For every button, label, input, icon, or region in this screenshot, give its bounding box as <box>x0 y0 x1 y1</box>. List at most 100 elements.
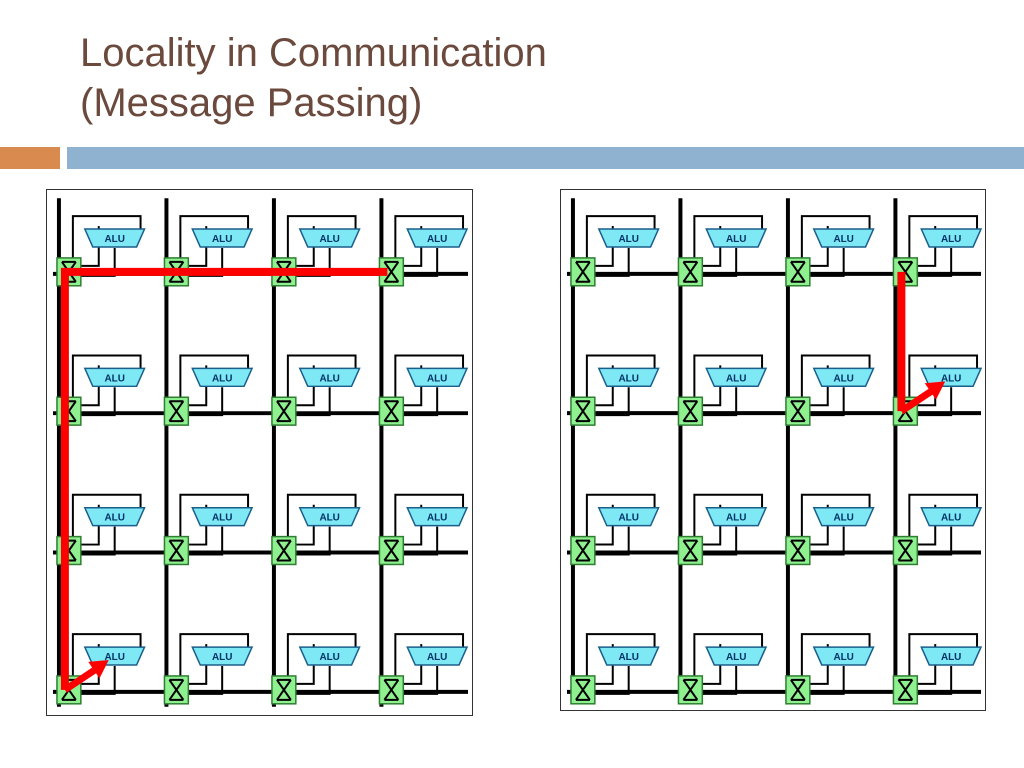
alu-output-wire <box>403 387 439 417</box>
mesh-node: ALU <box>892 633 983 705</box>
alu-label: ALU <box>618 234 638 245</box>
alu-output-wire <box>594 526 630 556</box>
alu-output-wire <box>188 665 224 695</box>
alu-icon <box>920 506 983 527</box>
alu-output-wire <box>295 526 331 556</box>
alu-output-wire <box>594 247 630 277</box>
alu-label: ALU <box>618 373 638 384</box>
alu-icon <box>705 367 768 388</box>
alu-input-wire <box>394 633 465 678</box>
alu-label: ALU <box>319 513 339 524</box>
alu-icon <box>597 228 660 248</box>
message-arrowhead-icon <box>924 381 946 400</box>
alu-input-wire <box>394 215 465 260</box>
alu-input-wire <box>800 354 871 400</box>
alu-icon <box>597 367 660 388</box>
alu-output-wire <box>917 526 953 556</box>
switch-cross <box>61 539 77 562</box>
alu-label: ALU <box>212 513 232 524</box>
alu-label: ALU <box>319 234 339 245</box>
switch-cross <box>383 539 400 562</box>
alu-icon <box>83 646 146 666</box>
alu-icon <box>597 506 660 527</box>
switch-cross <box>790 400 806 423</box>
alu-input-wire <box>693 215 764 260</box>
alu-label: ALU <box>319 652 339 663</box>
alu-icon <box>812 367 875 388</box>
mesh-node: ALU <box>677 493 768 566</box>
alu-label: ALU <box>212 373 232 384</box>
alu-label: ALU <box>833 234 853 245</box>
accent-bar-blue <box>67 147 1024 169</box>
mesh-node: ALU <box>378 493 469 566</box>
switch-cross <box>575 260 591 283</box>
alu-input-wire <box>908 633 979 678</box>
alu-label: ALU <box>726 652 746 663</box>
alu-label: ALU <box>104 234 124 245</box>
alu-label: ALU <box>941 373 961 384</box>
mesh-node: ALU <box>271 633 361 705</box>
alu-icon <box>812 506 875 527</box>
accent-bar-orange <box>0 147 60 169</box>
alu-input-wire <box>286 215 357 260</box>
alu-icon <box>191 367 254 388</box>
mesh-node: ALU <box>271 493 361 566</box>
alu-input-wire <box>908 215 979 260</box>
alu-output-wire <box>702 526 738 556</box>
alu-input-wire <box>693 633 764 678</box>
alu-input-wire <box>71 493 142 539</box>
alu-input-wire <box>585 215 656 260</box>
switch-cross <box>575 400 591 423</box>
mesh-diagram-near: ALU ALU ALU ALU ALU ALU ALU ALU ALU ALU ALU ALU ALU A… <box>560 189 986 711</box>
mesh-node: ALU <box>271 354 361 426</box>
alu-output-wire <box>809 665 845 695</box>
alu-label: ALU <box>726 513 746 524</box>
alu-label: ALU <box>726 373 746 384</box>
switch-cross <box>897 539 914 562</box>
alu-input-wire <box>585 633 656 678</box>
alu-input-wire <box>800 633 871 678</box>
alu-label: ALU <box>833 652 853 663</box>
alu-output-wire <box>188 526 224 556</box>
mesh-node: ALU <box>163 354 254 426</box>
alu-icon <box>83 506 146 527</box>
mesh-node: ALU <box>570 633 660 705</box>
alu-label: ALU <box>104 373 124 384</box>
alu-output-wire <box>295 665 331 695</box>
alu-icon <box>406 646 469 666</box>
mesh-node: ALU <box>785 633 875 705</box>
alu-label: ALU <box>427 234 447 245</box>
alu-label: ALU <box>104 652 124 663</box>
alu-output-wire <box>809 247 845 277</box>
alu-label: ALU <box>941 234 961 245</box>
switch-cross <box>276 678 292 701</box>
switch-cross <box>897 678 914 701</box>
alu-icon <box>812 228 875 248</box>
mesh-node: ALU <box>677 354 768 426</box>
alu-input-wire <box>179 215 250 260</box>
mesh-node: ALU <box>163 633 254 705</box>
alu-label: ALU <box>104 513 124 524</box>
alu-label: ALU <box>427 373 447 384</box>
switch-cross <box>168 539 185 562</box>
switch-cross <box>168 400 185 423</box>
mesh-node: ALU <box>785 354 875 426</box>
alu-output-wire <box>295 247 331 277</box>
alu-icon <box>83 228 146 248</box>
alu-output-wire <box>702 387 738 417</box>
mesh-node: ALU <box>677 215 768 287</box>
alu-icon <box>920 367 983 388</box>
alu-icon <box>705 228 768 248</box>
switch-cross <box>61 400 77 423</box>
alu-icon <box>705 506 768 527</box>
alu-icon <box>920 646 983 666</box>
alu-icon <box>812 646 875 666</box>
alu-label: ALU <box>618 513 638 524</box>
switch-cross <box>790 539 806 562</box>
alu-label: ALU <box>726 234 746 245</box>
alu-input-wire <box>693 493 764 539</box>
switch-cross <box>682 400 699 423</box>
message-arrowhead-icon <box>88 660 109 679</box>
alu-input-wire <box>394 354 465 400</box>
